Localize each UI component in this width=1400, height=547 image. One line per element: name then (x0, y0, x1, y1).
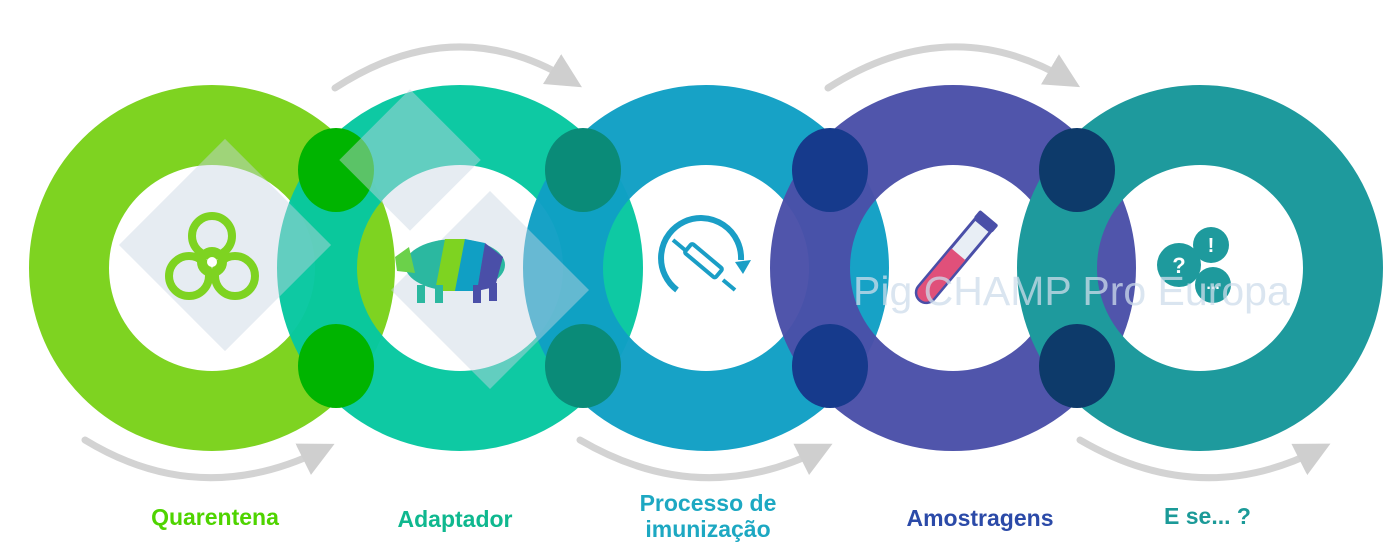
rings (29, 85, 1383, 451)
question-bubbles-icon: ? ! ... (1157, 227, 1231, 303)
overlap-3-top (792, 128, 868, 212)
pig-icon (395, 239, 505, 303)
step-label-adaptador: Adaptador (397, 506, 513, 532)
step-label-imunizacao: Processo de imunização (639, 490, 777, 542)
svg-text:!: ! (1208, 235, 1215, 257)
step-label-amostragens: Amostragens (906, 505, 1054, 531)
vaccination-cycle-icon (658, 215, 751, 293)
arrow-bottom-2 (576, 436, 833, 482)
test-tube-icon (914, 210, 998, 305)
arrow-top-2 (824, 43, 1081, 92)
step-label-e-se: E se... ? (1164, 503, 1251, 529)
overlap-2-bottom (545, 324, 621, 408)
svg-text:...: ... (1206, 276, 1219, 293)
arrow-bottom-3 (1076, 436, 1331, 482)
overlap-1-bottom (298, 324, 374, 408)
overlap-1-top (298, 128, 374, 212)
step-label-quarentena: Quarentena (151, 504, 279, 530)
flow-arrows (81, 43, 1331, 482)
biohazard-icon (165, 212, 259, 300)
watermark-text: Pig CHAMP Pro Europa (853, 268, 1290, 314)
arrow-bottom-1 (81, 436, 335, 482)
overlap-3-bottom (792, 324, 868, 408)
overlap-4-bottom (1039, 324, 1115, 408)
arrow-top-1 (331, 43, 582, 92)
overlap-2-top (545, 128, 621, 212)
ring-overlaps (298, 128, 1115, 408)
svg-text:?: ? (1172, 253, 1185, 278)
overlap-4-top (1039, 128, 1115, 212)
ring-e-se (1017, 85, 1383, 451)
